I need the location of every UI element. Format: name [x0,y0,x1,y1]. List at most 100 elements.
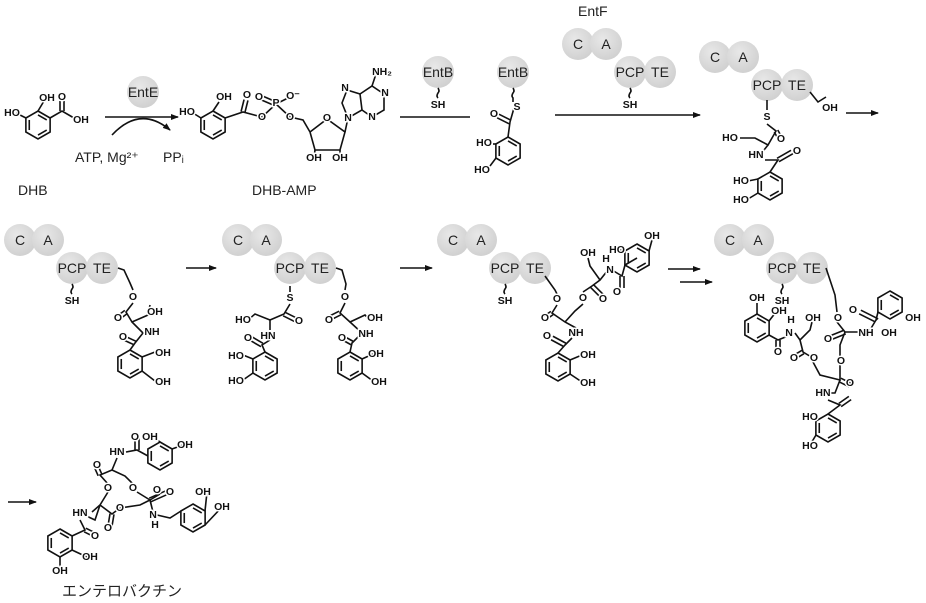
ente-enzyme: EntE [127,76,159,108]
entf-loaded-te-domain-circle [781,69,813,101]
wavy-bond-icon [503,283,507,295]
module-c-pcp-domain-circle [489,252,521,284]
entf-te-domain-circle [644,56,676,88]
double-bond [37,129,48,136]
bond-chain [812,361,841,382]
double-bond [592,284,604,296]
atom-label: N [785,327,793,339]
entf-loaded-c-domain: C [699,41,731,73]
entf-a-domain-circle [590,28,622,60]
bond-chain [275,96,291,105]
atom-label: O [810,352,818,364]
atom-label: O [243,89,251,101]
bond-chain [242,372,254,381]
double-bond [507,155,518,162]
bond-chain [359,85,385,118]
entb-enzyme-circle [422,56,454,88]
double-bond [129,353,140,360]
bond-chain [242,354,254,360]
bond-chain [624,257,638,266]
double-bond [107,513,111,526]
bond-chain [740,123,778,147]
entf-loaded-a-domain-circle [727,41,759,73]
caption-cofactors: ATP, Mg²⁺ [75,149,139,165]
bond-chain [648,239,653,252]
module-a-c-domain-circle [4,224,36,256]
double-bond [507,140,518,147]
atom-label: O [824,333,832,345]
bond-chain [98,457,118,485]
bond-chain [131,321,144,334]
wavy-bond-icon [628,87,632,99]
entf-a-domain: A [590,28,622,60]
bond-chain [204,491,208,512]
atom-label: O [129,482,137,494]
atom-label: O [286,111,294,123]
bond-chain [192,112,202,119]
bond-chain [768,334,789,341]
atom-label: HO [228,375,244,387]
atom-label: HO [476,137,492,149]
entf-loaded-pcp-domain: PCP [751,69,783,101]
entf-c-domain-circle [562,28,594,60]
module-a-pcp-domain: PCP [56,252,88,284]
module-b-c-domain: C [222,224,254,256]
module-c-a-domain-label: A [476,232,486,248]
atom-label: N [606,264,614,276]
double-bond [756,332,767,339]
module-d-a-domain-circle [742,224,774,256]
entf-loaded-te-domain-label: TE [788,77,806,93]
bond-chain [224,102,311,133]
atom-label: HO [802,411,818,423]
bond-chain [799,339,814,359]
atom-label: NH [858,327,873,339]
atom-label: HN [260,330,275,342]
bond-chain [489,157,497,167]
atom-label: NH [144,326,159,338]
atom-label: H [787,314,795,326]
double-bond [791,349,803,357]
atom-label: O [104,522,112,534]
atom-label: O [116,502,124,514]
entf-loaded-a-domain: A [727,41,759,73]
double-bond [769,190,780,197]
atom-label: HN [72,507,87,519]
double-bond [840,377,852,384]
bond-chain [875,317,879,321]
entf-loaded-pcp-domain-circle [751,69,783,101]
atom-label: O [255,91,263,103]
atom-label: N [368,111,376,123]
atom-label: OH [805,312,821,324]
atom-label: HO [733,175,749,187]
bond-chain [15,112,27,119]
module-b-a-domain-label: A [261,232,271,248]
atom-label: O [131,431,139,443]
atom-label: OH [306,152,322,164]
atom-label: O [777,133,785,145]
entf-pcp-domain: PCP [614,56,646,88]
atom-label: OH [39,92,55,104]
bond-chain [611,264,626,278]
entf-pcp-domain-circle [614,56,646,88]
atom-label: O [58,91,66,103]
module-d-a-domain: A [742,224,774,256]
double-bond [341,339,352,346]
bond-chain [507,107,515,138]
bond-chain [171,444,184,450]
double-bond [858,313,876,323]
double-bond [124,335,137,342]
bond-chain [759,144,769,156]
bond-chain [125,449,149,457]
atom-label: N [381,87,389,99]
atom-label: O [846,377,854,389]
module-c-c-domain-label: C [448,232,458,248]
double-bond [122,339,135,346]
atom-label: O [323,112,331,124]
bond-chain [119,499,151,509]
bond-chain [371,73,377,87]
bond-chain [557,337,573,354]
double-bond [545,313,554,321]
module-b-te-domain-label: TE [311,260,329,276]
